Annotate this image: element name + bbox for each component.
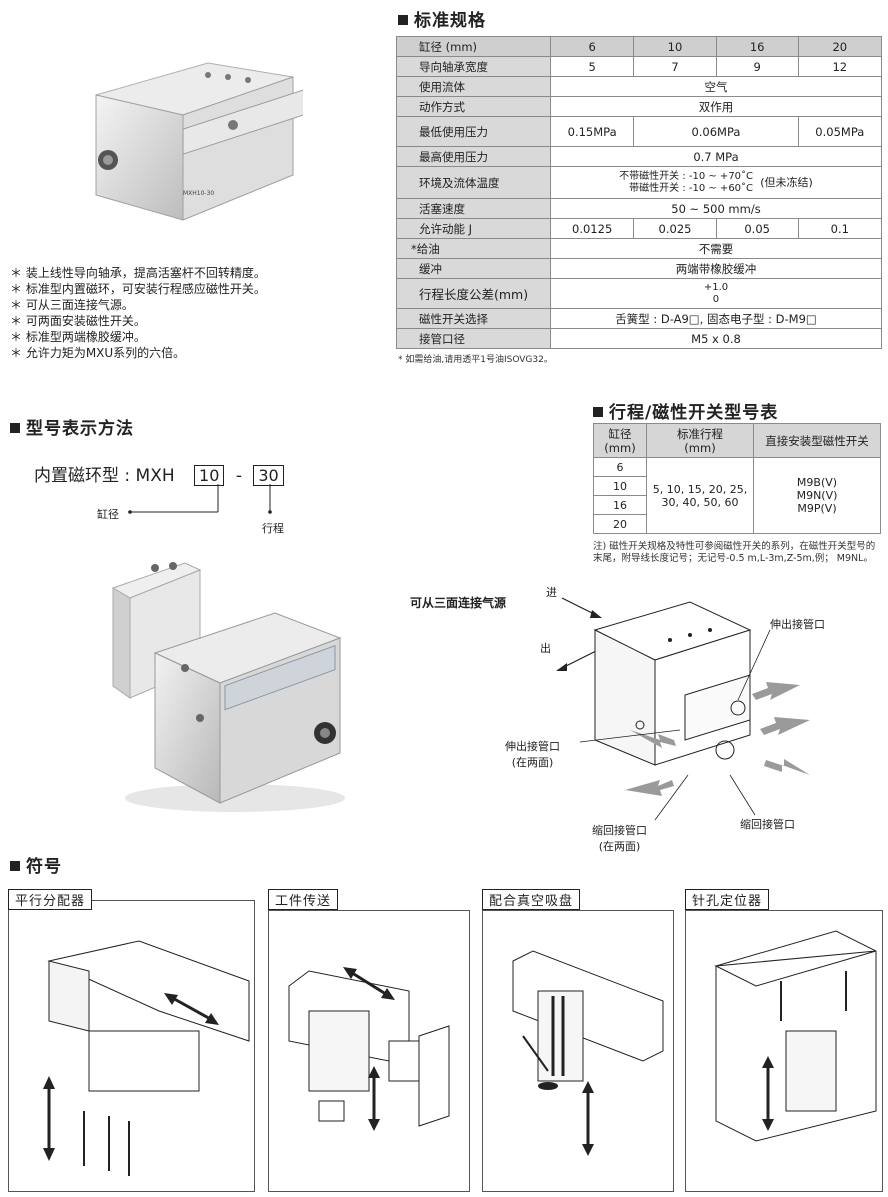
temp-with-switch: 带磁性开关 : -10 ~ +60˚C <box>629 182 754 194</box>
bore-label: 缸径 <box>97 508 119 521</box>
model-stroke-box: 30 <box>253 465 284 486</box>
feature-item: ＊ 可从三面连接气源。 <box>10 298 134 312</box>
table-row: *给油不需要 <box>396 238 883 259</box>
feature-list: ＊ 装上线性导向轴承，提高活塞杆不回转精度。 ＊ 标准型内置磁环，可安装行程感应… <box>10 265 340 361</box>
extend-port-label-top: 伸出接管口 <box>770 618 825 631</box>
table-row: 缸径 (mm) 标准行程 (mm) 直接安装型磁性开关 <box>593 423 881 458</box>
table-row: 使用流体空气 <box>396 76 883 97</box>
feature-item: ＊ 标准型内置磁环，可安装行程感应磁性开关。 <box>10 282 266 296</box>
extend-port-label-left: 伸出接管口 (在两面) <box>505 740 560 769</box>
symbols-section-title: 符号 <box>10 852 62 877</box>
product-model-text: MXH10-30 <box>183 190 214 197</box>
symbol-label-vacuum-pad: 配合真空吸盘 <box>482 889 581 910</box>
table-row: 动作方式双作用 <box>396 96 883 117</box>
symbol-label-parallel-distributor: 平行分配器 <box>8 889 93 910</box>
connection-diagram <box>520 590 870 850</box>
symbol-panel-workpiece-transfer <box>268 910 470 1192</box>
connection-title: 可从三面连接气源 <box>410 596 507 610</box>
temp-note: (但未冻结) <box>760 175 813 189</box>
product-photo-top: MXH10-30 <box>88 55 324 225</box>
model-prefix: 内置磁环型 : MXH <box>34 466 175 486</box>
connection-in-label: 进 <box>546 586 557 599</box>
table-row: 行程长度公差(mm) +1.0 0 <box>396 278 883 309</box>
stroke-section-title: 行程/磁性开关型号表 <box>593 398 778 423</box>
feature-item: ＊ 装上线性导向轴承，提高活塞杆不回转精度。 <box>10 266 266 280</box>
table-row: 10 <box>593 476 881 496</box>
model-dash: - <box>235 466 242 486</box>
symbol-panel-parallel-distributor <box>8 900 255 1192</box>
model-code: 内置磁环型 : MXH 10 - 30 <box>34 461 284 486</box>
model-bore-box: 10 <box>194 465 225 486</box>
table-row: 最低使用压力 0.15MPa 0.06MPa 0.05MPa <box>396 116 883 147</box>
tolerance-upper: +1.0 <box>703 281 729 293</box>
tolerance-lower: 0 <box>712 293 720 305</box>
table-row: 磁性开关选择舌簧型 : D-A9□, 固态电子型 : D-M9□ <box>396 308 883 329</box>
stroke-label: 行程 <box>262 522 284 535</box>
stroke-note: 注) 磁性开关规格及特性可参阅磁性开关的系列，在磁性开关型号的末尾，附导线长度记… <box>593 541 876 564</box>
product-photo-main <box>95 558 355 818</box>
feature-item: ＊ 可两面安装磁性开关。 <box>10 314 146 328</box>
spec-footnote: * 如需给油,请用透平1号油ISOVG32。 <box>398 355 553 365</box>
table-row: 环境及流体温度 不带磁性开关 : -10 ~ +70˚C 带磁性开关 : -10… <box>396 166 883 199</box>
model-leader-lines <box>128 484 272 514</box>
feature-item: ＊ 标准型两端橡胶缓冲。 <box>10 330 146 344</box>
retract-port-label-bottom: 缩回接管口 (在两面) <box>592 824 647 853</box>
symbol-panel-pin-locator <box>685 910 883 1192</box>
symbol-label-workpiece-transfer: 工件传送 <box>268 889 339 910</box>
symbol-label-pin-locator: 针孔定位器 <box>685 889 770 910</box>
symbol-panel-vacuum-pad <box>482 910 674 1192</box>
model-section-title: 型号表示方法 <box>10 414 134 439</box>
feature-item: ＊ 允许力矩为MXU系列的六倍。 <box>10 346 186 360</box>
retract-port-label-right: 缩回接管口 <box>740 818 795 831</box>
temp-no-switch: 不带磁性开关 : -10 ~ +70˚C <box>619 170 754 182</box>
table-row: 缸径 (mm) 6 10 16 20 <box>396 36 883 57</box>
connection-out-label: 出 <box>540 642 551 655</box>
stroke-table: 缸径 (mm) 标准行程 (mm) 直接安装型磁性开关 6 5, 10, 15,… <box>593 423 881 534</box>
table-row: 缓冲两端带橡胶缓冲 <box>396 258 883 279</box>
spec-section-title: 标准规格 <box>398 6 486 31</box>
table-row: 6 5, 10, 15, 20, 25, 30, 40, 50, 60 M9B(… <box>593 457 881 534</box>
table-row: 20 <box>593 514 881 534</box>
